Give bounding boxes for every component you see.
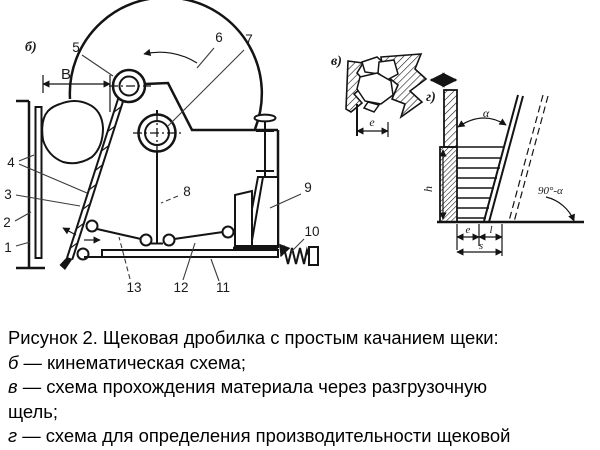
adjusting-screw — [253, 113, 277, 179]
part-label-5: 5 — [72, 40, 80, 55]
rotation-arrow — [143, 49, 198, 64]
part-label-2: 2 — [3, 215, 11, 230]
rock — [41, 100, 105, 165]
part-label-4: 4 — [7, 155, 15, 170]
jaw-crusher-figure: В б) 5 6 7 8 9 10 11 12 13 4 — [3, 0, 584, 295]
part-label-3: 3 — [4, 187, 12, 202]
bottom-dimensions: е l s — [456, 224, 503, 256]
dim-label-h: h — [421, 186, 435, 192]
part-label-12: 12 — [173, 280, 188, 295]
toggle-linkage — [76, 219, 239, 261]
caption-title: Рисунок 2. Щековая дробилка с простым ка… — [8, 327, 499, 348]
material-layers — [440, 146, 504, 219]
caption-item-v: в — схема прохождения материала через ра… — [8, 376, 488, 398]
main-shaft — [133, 111, 181, 155]
caption-item-b: б — кинематическая схема; — [8, 351, 246, 373]
part-label-7: 7 — [245, 32, 253, 47]
left-jaw-block — [345, 60, 369, 113]
part-label-1: 1 — [4, 240, 12, 255]
dim-label-e: е — [466, 224, 471, 236]
base-frame — [84, 249, 279, 258]
passage-diagram: в) е — [331, 53, 428, 137]
dim-label-l: l — [489, 224, 492, 236]
figure-caption: Рисунок 2. Щековая дробилка с простым ка… — [8, 326, 592, 449]
dim-label-gap: е — [369, 115, 375, 129]
dimension-B: В — [42, 66, 111, 112]
angle-alpha: α — [457, 106, 507, 128]
part-label-10: 10 — [304, 224, 319, 239]
fixed-jaw-upper — [443, 89, 458, 148]
caption-item-v-wrap: щель; — [8, 400, 58, 422]
rocks — [356, 56, 399, 113]
caption-item-g: г — схема для определения производительн… — [8, 425, 511, 447]
moving-jaw — [59, 95, 126, 270]
adjusting-wedge — [234, 176, 279, 247]
dim-label-alpha: α — [483, 106, 490, 120]
gap-dimension: е — [356, 104, 389, 137]
productivity-diagram: г) α h — [421, 72, 584, 256]
height-dimension: h — [421, 149, 447, 220]
dim-label-90-alpha: 90°-α — [538, 185, 563, 197]
swing-arrows — [62, 227, 101, 244]
subfigure-label-b: б) — [25, 40, 37, 55]
part-label-6: 6 — [215, 30, 223, 45]
part-label-9: 9 — [304, 180, 312, 195]
angle-90-alpha: 90°-α — [538, 185, 575, 222]
eccentric-shaft — [109, 68, 151, 104]
fixed-jaw — [16, 99, 45, 270]
subfigure-label-v: в) — [331, 54, 342, 69]
kinematic-diagram: В б) 5 6 7 8 9 10 11 12 13 4 — [3, 0, 320, 295]
subfigure-label-g: г) — [426, 90, 436, 105]
part-label-13: 13 — [126, 280, 141, 295]
part-label-8: 8 — [183, 184, 191, 199]
part-label-11: 11 — [216, 280, 230, 295]
flywheel-arc — [68, 0, 264, 130]
dim-label-B: В — [61, 66, 71, 83]
dim-label-s: s — [479, 240, 483, 252]
leader-lines — [14, 47, 305, 282]
spring — [279, 243, 319, 266]
